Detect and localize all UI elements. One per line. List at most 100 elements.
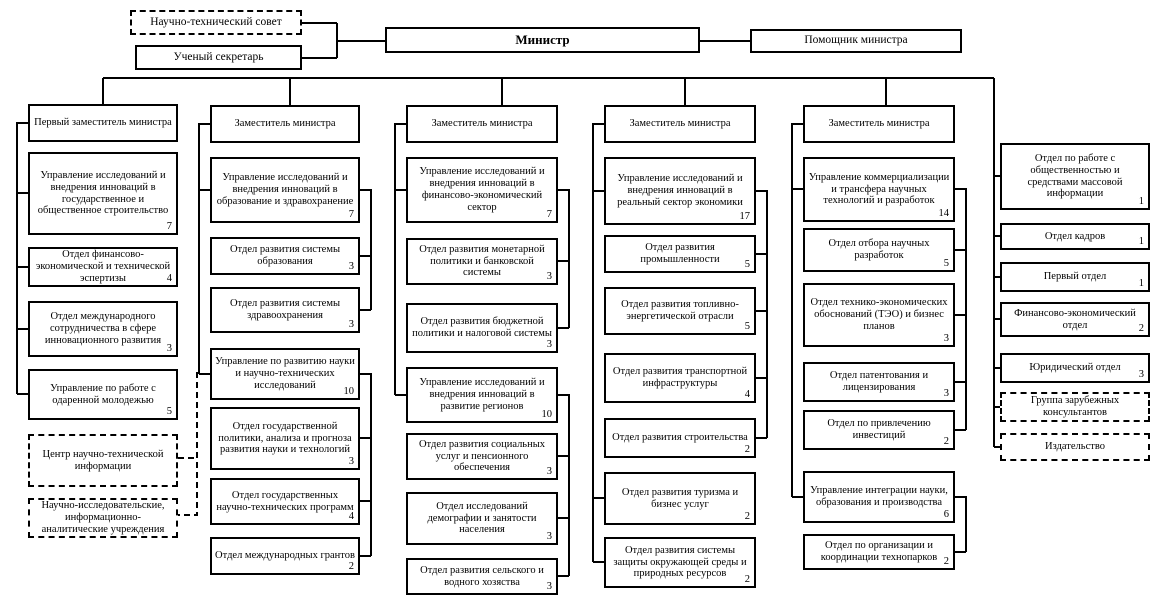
column-header-label: Первый заместитель министра bbox=[34, 117, 172, 129]
staff-count: 5 bbox=[943, 258, 949, 270]
staff-count: 2 bbox=[943, 436, 949, 448]
org-box: Управление интеграции науки, образования… bbox=[803, 471, 955, 523]
org-box-label: Отдел отбора научных разработок bbox=[828, 238, 930, 261]
staff-count: 3 bbox=[348, 261, 354, 273]
staff-count: 3 bbox=[546, 531, 552, 543]
column-header-deputy-2: Заместитель министра bbox=[210, 105, 360, 143]
staff-count: 4 bbox=[166, 273, 172, 285]
org-box-label: Отдел по работе с общественностью и сред… bbox=[1027, 152, 1123, 200]
org-box-label: Управление коммерциализации и трансфера … bbox=[808, 171, 950, 207]
org-box-label: Финансово-экономический отдел bbox=[1014, 307, 1136, 331]
staff-count: 5 bbox=[744, 259, 750, 271]
org-box-label: Отдел развития системы защиты окружающей… bbox=[613, 544, 747, 580]
org-box-label: Отдел развития монетарной политики и бан… bbox=[419, 243, 545, 279]
staff-count: 7 bbox=[166, 221, 172, 233]
staff-count: 3 bbox=[943, 388, 949, 400]
org-box-label: Управление исследований и внедрения инно… bbox=[216, 172, 354, 207]
org-box-dashed: Издательство bbox=[1000, 433, 1150, 461]
staff-count: 7 bbox=[546, 209, 552, 221]
column-header-label: Заместитель министра bbox=[629, 118, 731, 130]
minister-label: Министр bbox=[515, 31, 570, 47]
staff-count: 3 bbox=[546, 339, 552, 351]
org-box-label: Отдел развития строительства bbox=[612, 432, 748, 444]
staff-count: 1 bbox=[1138, 236, 1144, 248]
org-box: Отдел исследований демографии и занятост… bbox=[406, 492, 558, 545]
org-box-label: Отдел развития системы образования bbox=[229, 244, 341, 267]
org-box: Отдел развития топливно-энергетической о… bbox=[604, 287, 756, 335]
org-box-label: Отдел технико-экономических обоснований … bbox=[810, 297, 948, 332]
column-header-label: Заместитель министра bbox=[431, 118, 533, 130]
staff-count: 3 bbox=[348, 456, 354, 468]
org-box-dashed: Центр научно-технической информации bbox=[28, 434, 178, 487]
staff-count: 3 bbox=[166, 343, 172, 355]
staff-count: 17 bbox=[739, 211, 751, 223]
org-box-label: Управление по развитию науки и научно-те… bbox=[215, 356, 355, 391]
staff-count: 5 bbox=[744, 321, 750, 333]
org-box-label: Отдел развития сельского и водного хозяс… bbox=[420, 564, 544, 588]
org-box-label: Управление по работе с одаренной молодеж… bbox=[50, 382, 156, 406]
council-box: Научно-технический совет bbox=[130, 10, 302, 35]
org-box: Отдел финансово-экономической и техничес… bbox=[28, 247, 178, 287]
org-box-label: Отдел финансово-экономической и техничес… bbox=[35, 249, 171, 284]
staff-count: 14 bbox=[938, 208, 950, 220]
org-box: Отдел развития сельского и водного хозяс… bbox=[406, 558, 558, 595]
org-box: Управление исследований и внедрения инно… bbox=[28, 152, 178, 235]
org-box: Управление по работе с одаренной молодеж… bbox=[28, 369, 178, 420]
staff-count: 2 bbox=[744, 511, 750, 523]
org-box: Отдел по организации и координации техно… bbox=[803, 534, 955, 570]
staff-count: 3 bbox=[943, 333, 949, 345]
staff-count: 2 bbox=[744, 574, 750, 586]
org-box: Отдел государственных научно-технических… bbox=[210, 478, 360, 525]
org-box: Отдел международного сотрудничества в сф… bbox=[28, 301, 178, 357]
org-box: Управление исследований и внедрения инно… bbox=[604, 157, 756, 225]
org-box-label: Управление исследований и внедрения инно… bbox=[419, 377, 545, 412]
org-box: Отдел развития монетарной политики и бан… bbox=[406, 238, 558, 285]
org-box-label: Отдел развития системы здравоохранения bbox=[229, 298, 341, 321]
assistant-box: Помощник министра bbox=[750, 29, 962, 53]
column-header-first-deputy: Первый заместитель министра bbox=[28, 104, 178, 142]
org-box-label: Отдел развития транспортной инфраструкту… bbox=[612, 366, 748, 389]
org-box: Отдел развития социальных услуг и пенсио… bbox=[406, 433, 558, 480]
council-label: Научно-технический совет bbox=[150, 15, 282, 28]
staff-count: 2 bbox=[348, 561, 354, 573]
org-box-label: Первый отдел bbox=[1043, 271, 1107, 283]
column-header-deputy-4: Заместитель министра bbox=[604, 105, 756, 143]
secretary-label: Ученый секретарь bbox=[173, 50, 264, 63]
org-box: Отдел развития туризма и бизнес услуг 2 bbox=[604, 472, 756, 525]
org-box-label: Юридический отдел bbox=[1029, 362, 1121, 374]
staff-count: 3 bbox=[546, 271, 552, 283]
org-box-label: Отдел развития бюджетной политики и нало… bbox=[412, 316, 552, 339]
staff-count: 4 bbox=[348, 511, 354, 523]
secretary-box: Ученый секретарь bbox=[135, 45, 302, 70]
staff-count: 1 bbox=[1138, 196, 1144, 208]
staff-count: 3 bbox=[1138, 369, 1144, 381]
staff-count: 2 bbox=[744, 444, 750, 456]
org-box-label: Управление исследований и внедрения инно… bbox=[37, 169, 169, 217]
column-header-label: Заместитель министра bbox=[234, 118, 336, 130]
org-box-label: Отдел развития социальных услуг и пенсио… bbox=[418, 438, 546, 474]
column-header-deputy-5: Заместитель министра bbox=[803, 105, 955, 143]
staff-count: 3 bbox=[546, 581, 552, 593]
staff-count: 7 bbox=[348, 209, 354, 221]
org-box-label: Отдел государственной политики, анализа … bbox=[218, 420, 352, 456]
org-box: Отдел развития бюджетной политики и нало… bbox=[406, 303, 558, 353]
org-box-label: Управление интеграции науки, образования… bbox=[810, 485, 948, 508]
org-box: Отдел развития системы здравоохранения 3 bbox=[210, 287, 360, 333]
org-box-label: Отдел международных грантов bbox=[215, 550, 355, 562]
org-box-label: Отдел государственных научно-технических… bbox=[216, 489, 354, 513]
staff-count: 3 bbox=[348, 319, 354, 331]
org-box: Отдел развития системы образования 3 bbox=[210, 237, 360, 275]
org-box: Управление коммерциализации и трансфера … bbox=[803, 157, 955, 222]
assistant-label: Помощник министра bbox=[804, 34, 908, 47]
org-box: Отдел технико-экономических обоснований … bbox=[803, 283, 955, 347]
org-box-label: Научно-исследовательские, информационно-… bbox=[41, 500, 165, 535]
org-box-label: Отдел развития туризма и бизнес услуг bbox=[621, 486, 739, 510]
org-box: Отдел развития системы защиты окружающей… bbox=[604, 537, 756, 588]
staff-count: 3 bbox=[546, 466, 552, 478]
